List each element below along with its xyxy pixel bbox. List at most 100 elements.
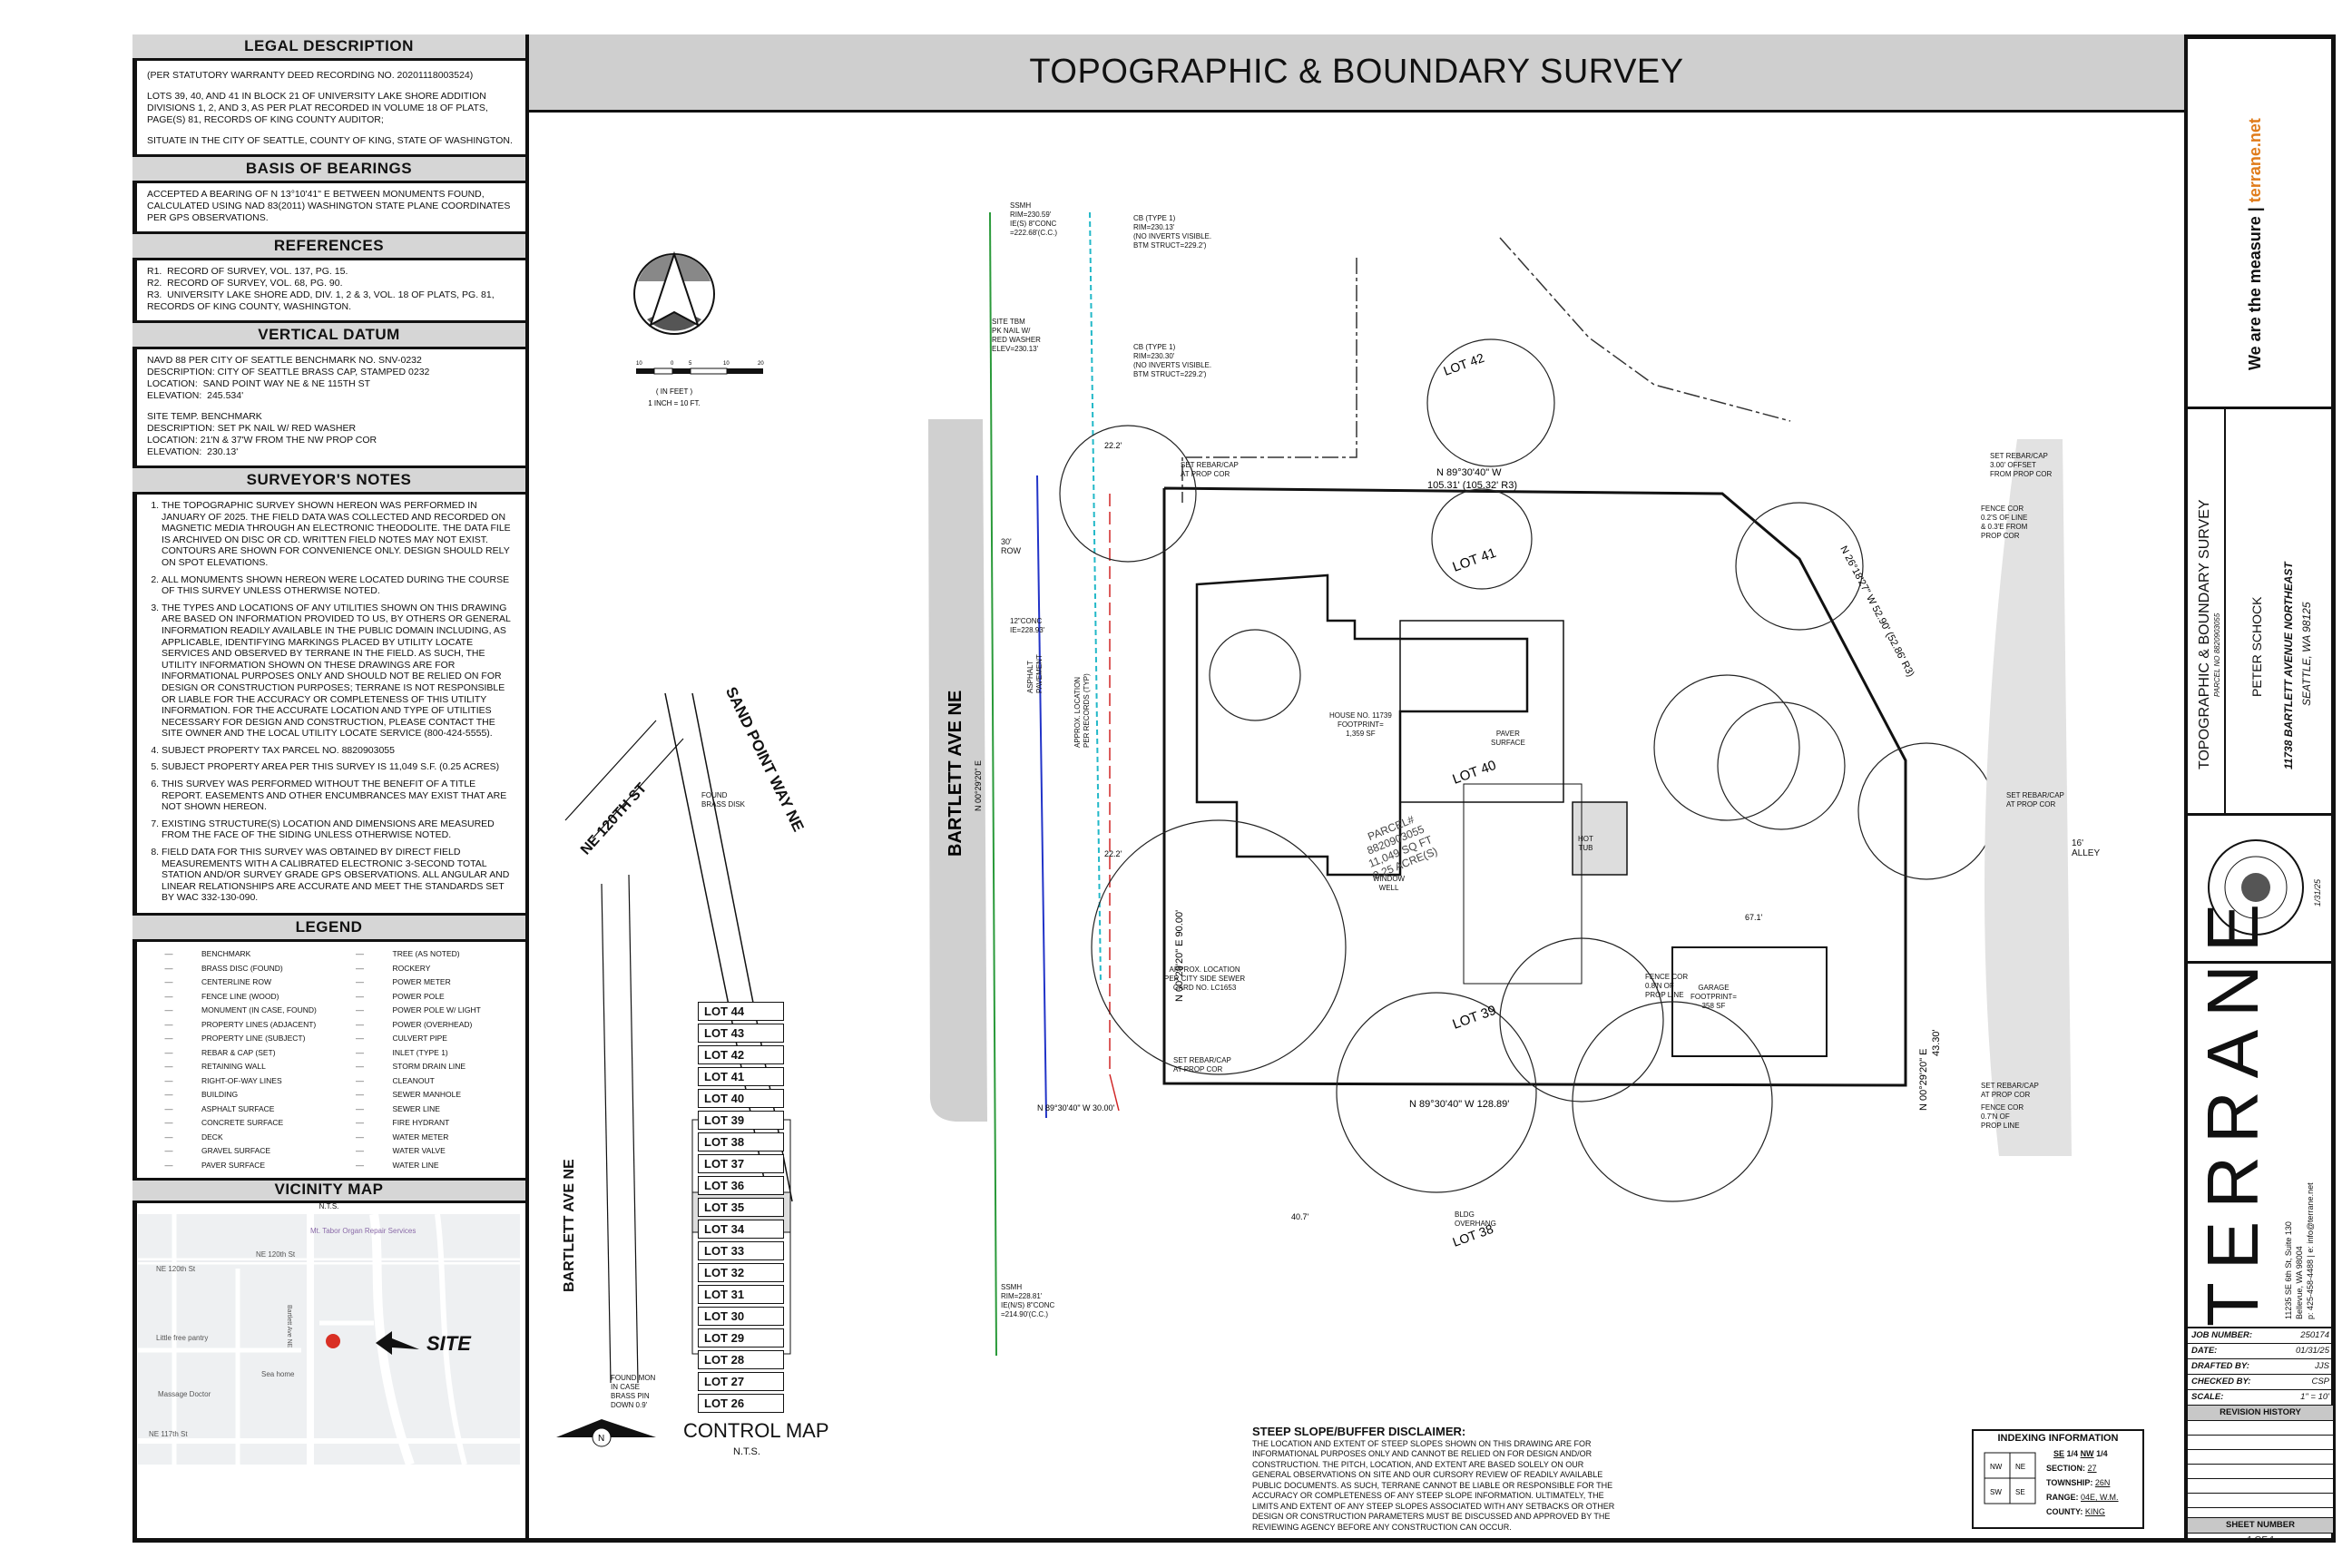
legend-label: WATER VALVE [392, 1146, 446, 1155]
storm-drain-line [1089, 211, 1102, 985]
road-surface [928, 419, 987, 1122]
legend-item: —WATER METER [333, 1131, 517, 1145]
diag-line-bearing: N 26°18'27" W 52.90' (52.86' R3) [1838, 544, 1916, 679]
legend-symbol-icon: — [164, 1034, 173, 1043]
job-value: JJS [2315, 1361, 2329, 1371]
adjacent-lot-line [1499, 237, 1791, 422]
row-width: 30' ROW [1001, 537, 1021, 555]
references-list: R1. RECORD OF SURVEY, VOL. 137, PG. 15.R… [132, 260, 525, 320]
legend-label: SEWER MANHOLE [392, 1090, 462, 1099]
rebar-callout: SET REBAR/CAP 3.00' OFFSET FROM PROP COR [1990, 452, 2053, 478]
control-lot: LOT 32 [698, 1263, 784, 1282]
control-lot: LOT 44 [698, 1002, 784, 1021]
county-row: COUNTY: KING [2046, 1507, 2105, 1516]
grid-label: SW [1990, 1488, 2002, 1496]
legend-item: —POWER (OVERHEAD) [333, 1018, 517, 1033]
control-map-label: CONTROL MAP [683, 1419, 829, 1442]
address-line1: 11738 BARTLETT AVENUE NORTHEAST [2282, 562, 2295, 769]
legend-item: —BENCHMARK [142, 947, 326, 962]
control-lot: LOT 37 [698, 1154, 784, 1173]
vicinity-label: Bartlett Ave NE [286, 1305, 292, 1348]
legend-label: CONCRETE SURFACE [201, 1118, 284, 1127]
scale-tick: 5 [689, 361, 692, 367]
job-value: 1" = 10' [2300, 1392, 2329, 1402]
window-label: WINDOW WELL [1373, 875, 1406, 892]
county-value: KING [2084, 1507, 2105, 1516]
legend-item: —GRAVEL SURFACE [142, 1144, 326, 1159]
legend-item: —REBAR & CAP (SET) [142, 1046, 326, 1061]
legend-item: —RIGHT-OF-WAY LINES [142, 1074, 326, 1089]
conc-callout: 12"CONC IE=228.93' [1010, 617, 1045, 634]
project-title: TOPOGRAPHIC & BOUNDARY SURVEY [2197, 499, 2212, 769]
legend-item: —POWER POLE W/ LIGHT [333, 1004, 517, 1018]
fence-callout: FENCE COR 0.7'N OF PROP LINE [1981, 1103, 2024, 1130]
job-row: SCALE: 1" = 10' [2188, 1390, 2333, 1406]
note-item: EXISTING STRUCTURE(S) LOCATION AND DIMEN… [162, 818, 514, 841]
quarter-label: 1/4 [2066, 1449, 2079, 1458]
control-lot: LOT 27 [698, 1372, 784, 1391]
control-lot: LOT 30 [698, 1307, 784, 1326]
legend-label: TREE (AS NOTED) [392, 949, 460, 958]
legend-item: —POWER POLE [333, 990, 517, 1004]
company-city: Bellevue, WA 98004 [2295, 1246, 2304, 1319]
legal-heading: LEGAL DESCRIPTION [132, 34, 525, 61]
scale-tick: 0 [671, 361, 674, 367]
web-link[interactable]: terrane.net [2246, 118, 2264, 203]
indexing-box: INDEXING INFORMATION NW NE SW SE SE 1/4 … [1972, 1429, 2144, 1529]
legend-label: CLEANOUT [392, 1075, 435, 1085]
job-value: 01/31/25 [2296, 1346, 2329, 1356]
seal-panel: 1/31/25 [2188, 816, 2336, 964]
legend-item: —SEWER MANHOLE [333, 1088, 517, 1102]
control-lot: LOT 29 [698, 1328, 784, 1348]
legend-label: INLET (TYPE 1) [392, 1047, 448, 1057]
legend-label: MONUMENT (IN CASE, FOUND) [201, 1005, 317, 1014]
dim-label: 40.7' [1291, 1212, 1309, 1221]
note-item: THE TOPOGRAPHIC SURVEY SHOWN HEREON WAS … [162, 500, 514, 569]
legend-symbol-icon: — [356, 1103, 364, 1113]
sheet-number-header: SHEET NUMBER [2188, 1518, 2333, 1534]
vicinity-label: Mt. Tabor Organ Repair Services [310, 1227, 416, 1235]
control-lot: LOT 28 [698, 1350, 784, 1369]
legend-item: —CLEANOUT [333, 1074, 517, 1089]
street-label-bartlett: BARTLETT AVE NE [946, 691, 965, 857]
legend-symbol-icon: — [356, 1062, 364, 1071]
seal-date: 1/31/25 [2313, 878, 2322, 906]
page-title: TOPOGRAPHIC & BOUNDARY SURVEY [1029, 53, 1684, 91]
sheet-number: 1 OF 1 [2246, 1535, 2275, 1545]
rebar-callout: SET REBAR/CAP AT PROP COR [1181, 461, 1239, 478]
scale-text: 1 INCH = 10 FT. [648, 399, 701, 407]
control-lot: LOT 35 [698, 1198, 784, 1217]
datum-line: DESCRIPTION: CITY OF SEATTLE BRASS CAP, … [147, 367, 430, 377]
vicinity-heading: VICINITY MAP [132, 1178, 525, 1203]
vicinity-label: NE 120th St [156, 1265, 196, 1273]
subject-property-line [1162, 486, 1907, 1087]
legend-symbol-icon: — [356, 949, 364, 958]
sewer-line [989, 211, 997, 1357]
legend-label: FENCE LINE (WOOD) [201, 991, 279, 1001]
legend-label: POWER POLE [392, 991, 445, 1001]
legend-symbol-icon: — [356, 977, 364, 986]
rebar-callout: SET REBAR/CAP AT PROP COR [1173, 1056, 1231, 1073]
note-item: THIS SURVEY WAS PERFORMED WITHOUT THE BE… [162, 779, 514, 813]
address-line2: SEATTLE, WA 98125 [2300, 602, 2313, 707]
control-lot: LOT 39 [698, 1111, 784, 1130]
control-lot: LOT 43 [698, 1024, 784, 1043]
rebar-callout: SET REBAR/CAP AT PROP COR [2006, 791, 2064, 808]
county-label: COUNTY: [2046, 1507, 2083, 1516]
dim-label: 22.2' [1104, 849, 1122, 858]
job-row: CHECKED BY:CSP [2188, 1375, 2333, 1390]
job-label: DRAFTED BY: [2191, 1361, 2249, 1371]
vicinity-nts: N.T.S. [318, 1202, 339, 1210]
legend-symbol-icon: — [356, 1146, 364, 1155]
section-value: 27 [2087, 1464, 2097, 1473]
legend-label: GRAVEL SURFACE [201, 1146, 271, 1155]
lot-label: LOT 41 [1451, 545, 1499, 575]
lot-label: LOT 40 [1451, 758, 1499, 788]
legend-grid: —BENCHMARK—TREE (AS NOTED)—BRASS DISC (F… [132, 942, 525, 1178]
legend-symbol-icon: — [356, 1005, 364, 1014]
datum-text: NAVD 88 PER CITY OF SEATTLE BENCHMARK NO… [132, 349, 525, 466]
note-item: SUBJECT PROPERTY AREA PER THIS SURVEY IS… [162, 761, 514, 773]
adjacent-lot-line [1181, 258, 1357, 503]
job-label: SCALE: [2191, 1392, 2224, 1402]
legend-label: STORM DRAIN LINE [392, 1062, 466, 1071]
